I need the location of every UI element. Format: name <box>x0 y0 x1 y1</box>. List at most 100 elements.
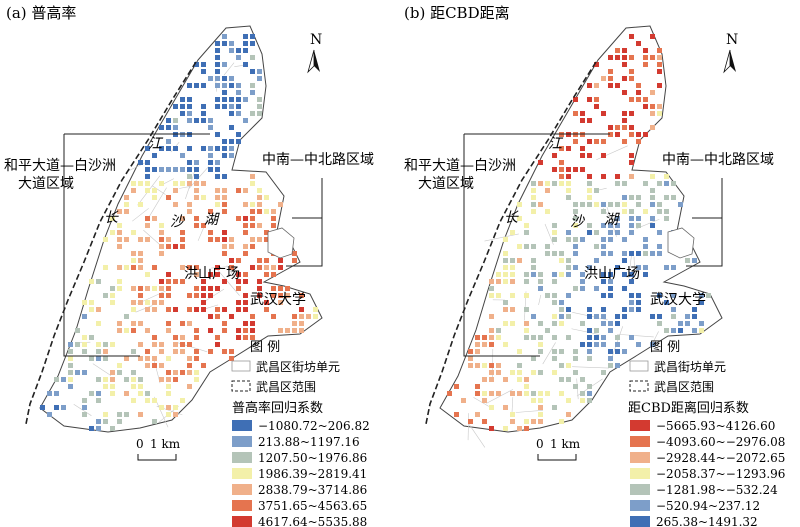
block-cell <box>650 223 655 228</box>
legend-swatch <box>630 468 650 479</box>
block-cell <box>545 293 550 298</box>
block-cell <box>124 202 129 207</box>
block-cell <box>152 167 157 172</box>
block-cell <box>96 426 101 431</box>
block-cell <box>503 321 508 326</box>
block-cell <box>229 356 234 361</box>
block-cell <box>180 237 185 242</box>
block-cell <box>454 412 459 417</box>
block-cell <box>187 321 192 326</box>
legend-class-label: 3751.65~4563.65 <box>258 499 367 513</box>
block-cell <box>222 279 227 284</box>
block-cell <box>650 111 655 116</box>
block-cell <box>47 391 52 396</box>
block-cell <box>215 62 220 67</box>
block-cell <box>601 335 606 340</box>
block-cell <box>257 258 262 263</box>
block-cell <box>166 279 171 284</box>
block-cell <box>215 195 220 200</box>
block-cell <box>229 146 234 151</box>
block-cells <box>40 34 318 431</box>
block-cell <box>257 195 262 200</box>
block-cell <box>110 426 115 431</box>
block-cell <box>131 181 136 186</box>
block-cell <box>278 202 283 207</box>
block-cell <box>678 202 683 207</box>
block-cell <box>166 307 171 312</box>
block-cell <box>89 356 94 361</box>
legend-class-label: 4617.64~5535.88 <box>258 515 367 527</box>
block-cell <box>531 244 536 249</box>
block-cell <box>173 370 178 375</box>
block-cell <box>629 132 634 137</box>
block-cell <box>271 209 276 214</box>
unit-swatch <box>629 360 649 372</box>
block-cell <box>236 104 241 109</box>
block-cell <box>180 265 185 270</box>
block-cell <box>664 195 669 200</box>
block-cell <box>138 258 143 263</box>
block-cell <box>538 160 543 165</box>
block-cell <box>552 370 557 375</box>
plaza-label: 洪山广场 <box>184 266 240 282</box>
block-cell <box>166 370 171 375</box>
river-label-1: 长 <box>104 210 119 226</box>
block-cell <box>629 209 634 214</box>
block-cell <box>229 48 234 53</box>
block-cell <box>615 55 620 60</box>
block-cell <box>524 426 529 431</box>
block-cell <box>215 160 220 165</box>
block-cell <box>685 258 690 263</box>
block-cell <box>222 237 227 242</box>
block-cell <box>222 321 227 326</box>
block-cell <box>159 363 164 368</box>
block-cell <box>510 412 515 417</box>
block-cell <box>152 153 157 158</box>
block-cell <box>138 391 143 396</box>
block-cell <box>138 342 143 347</box>
block-cell <box>96 391 101 396</box>
block-cell <box>643 132 648 137</box>
block-cell <box>594 244 599 249</box>
block-cell <box>552 251 557 256</box>
street-line <box>606 207 617 237</box>
block-cell <box>657 48 662 53</box>
right-callout <box>286 178 323 267</box>
block-cell <box>201 83 206 88</box>
block-cell <box>201 286 206 291</box>
block-cell <box>531 314 536 319</box>
block-cell <box>215 188 220 193</box>
block-cell <box>657 111 662 116</box>
block-cell <box>61 377 66 382</box>
block-cell <box>278 300 283 305</box>
block-cell <box>110 391 115 396</box>
boundary-label: 武昌区范围 <box>256 380 316 394</box>
block-cell <box>510 370 515 375</box>
block-cell <box>194 160 199 165</box>
block-cell <box>173 244 178 249</box>
block-cell <box>629 223 634 228</box>
block-cell <box>257 111 262 116</box>
block-cell <box>124 356 129 361</box>
street-line <box>132 208 149 222</box>
block-cell <box>531 195 536 200</box>
block-cell <box>657 69 662 74</box>
block-cell <box>117 209 122 214</box>
block-cell <box>180 398 185 403</box>
block-cell <box>194 335 199 340</box>
block-cell <box>236 188 241 193</box>
block-cell <box>489 314 494 319</box>
block-cell <box>559 167 564 172</box>
block-cell <box>103 419 108 424</box>
block-cell <box>166 139 171 144</box>
block-cell <box>692 314 697 319</box>
block-cell <box>103 377 108 382</box>
block-cell <box>559 377 564 382</box>
block-cell <box>685 321 690 326</box>
street-line <box>467 413 469 441</box>
block-cell <box>250 265 255 270</box>
block-cell <box>180 104 185 109</box>
block-cell <box>152 419 157 424</box>
legend-swatch <box>630 452 650 463</box>
block-cell <box>229 244 234 249</box>
